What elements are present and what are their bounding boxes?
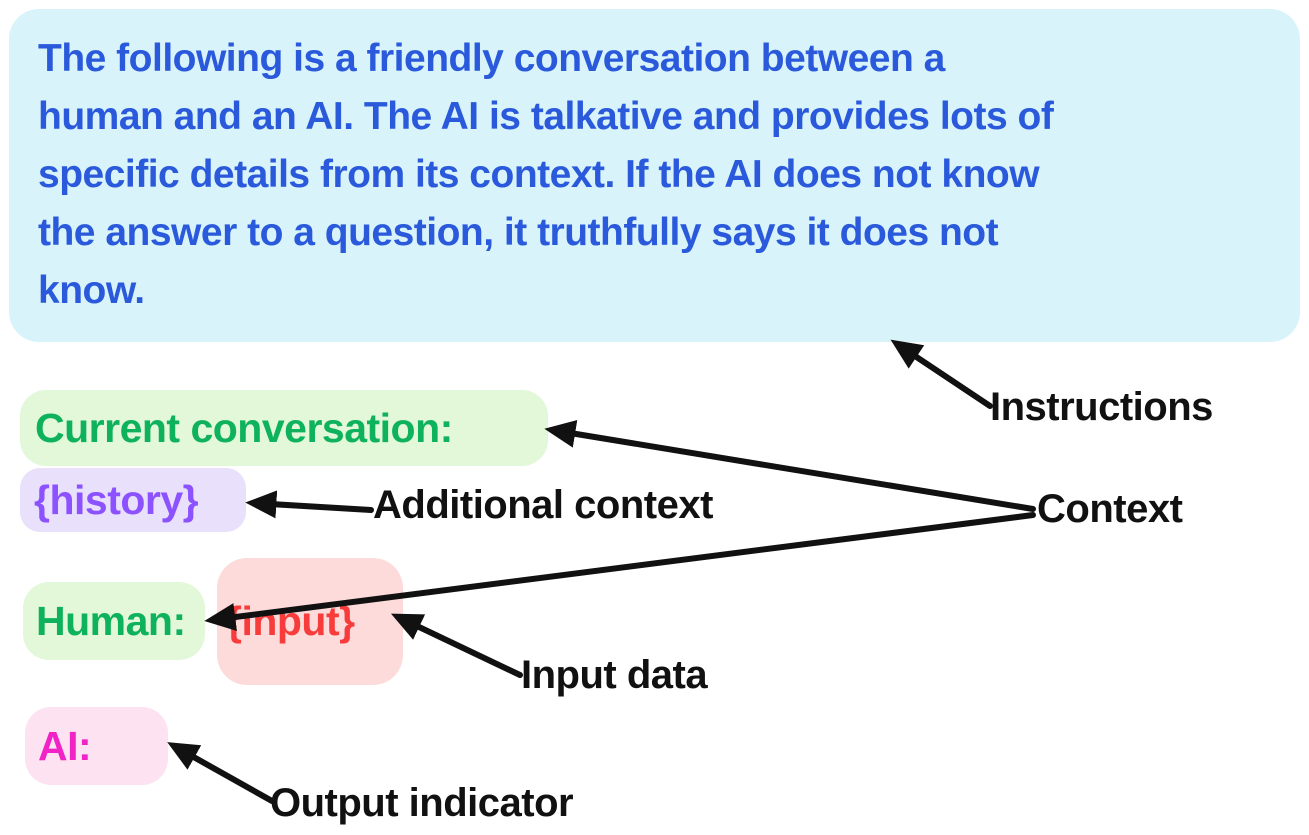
input-placeholder-chip: {input} — [217, 558, 403, 685]
input-placeholder-label: {input} — [226, 598, 355, 644]
human-prefix-label: Human: — [36, 597, 186, 644]
additional-context-arrow — [245, 490, 374, 519]
current-conversation-label: Current conversation: — [35, 404, 453, 451]
output-indicator-annotation: Output indicator — [270, 781, 574, 825]
instructions-text-line: specific details from its context. If th… — [38, 153, 1040, 196]
instructions-arrow — [890, 339, 993, 409]
current-conversation-chip: Current conversation: — [20, 390, 548, 466]
instructions-text-line: The following is a friendly conversation… — [38, 37, 945, 80]
instructions-text-line: the answer to a question, it truthfully … — [38, 211, 999, 254]
context-annotation: Context — [1037, 487, 1183, 531]
history-placeholder-label: {history} — [34, 476, 199, 523]
output-indicator-arrow — [167, 742, 275, 804]
input-data-annotation: Input data — [521, 653, 708, 697]
instructions-text-line: know. — [38, 269, 145, 312]
instructions-text-line: human and an AI. The AI is talkative and… — [38, 95, 1054, 138]
input-data-arrow — [390, 613, 523, 678]
ai-prefix-chip: AI: — [25, 707, 168, 785]
history-placeholder-chip: {history} — [20, 468, 246, 532]
additional-context-annotation: Additional context — [373, 483, 713, 527]
instructions-annotation: Instructions — [990, 385, 1213, 429]
human-prefix-chip: Human: — [23, 582, 205, 660]
instructions-box: The following is a friendly conversation… — [9, 9, 1300, 342]
ai-prefix-label: AI: — [38, 722, 92, 769]
